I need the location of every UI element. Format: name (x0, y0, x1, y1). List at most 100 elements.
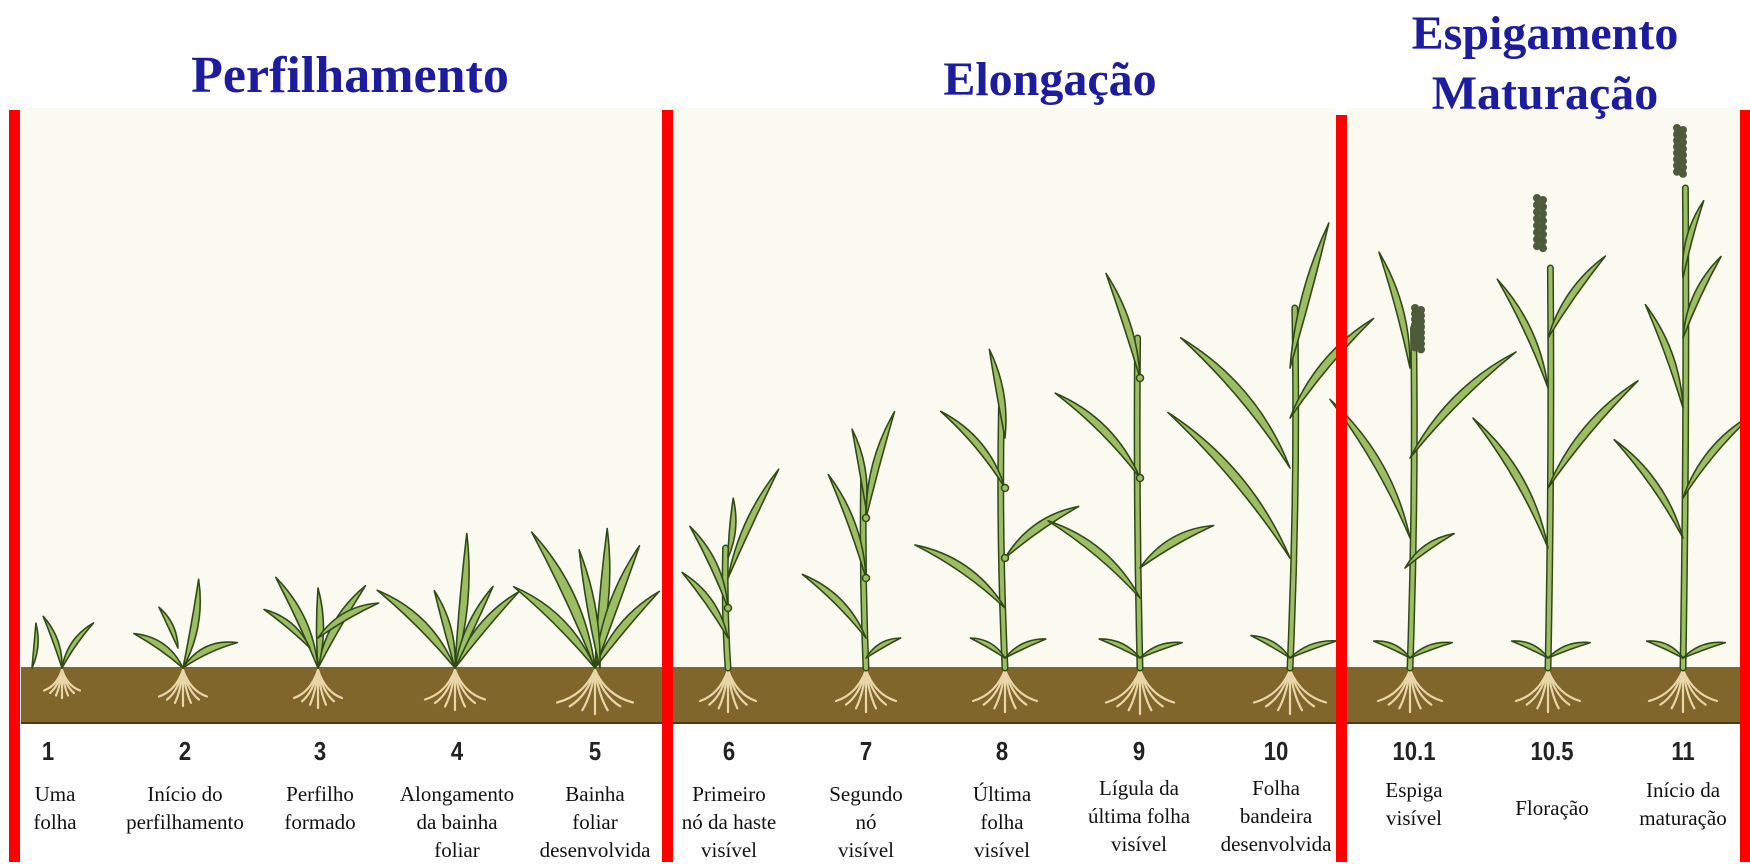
stage-label-line: visível (1064, 830, 1214, 858)
stage-number: 9 (1088, 736, 1190, 767)
leaf (318, 586, 366, 668)
stem-node (1137, 475, 1144, 482)
stage-number: 10 (1225, 736, 1327, 767)
leaf (1645, 305, 1683, 408)
divider-tillering-elongation (662, 110, 673, 862)
leaf (1140, 526, 1214, 569)
stage-label-line: visível (791, 836, 941, 864)
stage-number: 5 (544, 736, 646, 767)
stage-label-line: Início do (110, 780, 260, 808)
stage-number: 1 (0, 736, 99, 767)
stage-label: Folhabandeiradesenvolvida (1201, 774, 1351, 858)
stage-label: Umafolha (20, 780, 90, 836)
leaf (1473, 418, 1548, 548)
divider-elongation-heading (1336, 115, 1347, 862)
stage-label: Espigavisível (1339, 776, 1489, 832)
divider-right (1740, 110, 1750, 862)
stage-label-line: Floração (1477, 794, 1627, 822)
leaf (1005, 639, 1046, 658)
leaf (1512, 641, 1548, 658)
leaf (802, 574, 866, 638)
stage-label-line: Última (927, 780, 1077, 808)
stage-label-line: Folha (1201, 774, 1351, 802)
leaf (1647, 641, 1683, 658)
leaf (1683, 642, 1725, 658)
stem-node (863, 515, 870, 522)
stage-label: Segundonóvisível (791, 780, 941, 864)
leaf (915, 545, 1005, 608)
stage-label-line: foliar (520, 808, 670, 836)
stage-label-line: nó da haste (654, 808, 804, 836)
stage-label-line: folha (927, 808, 1077, 836)
leaf (1055, 393, 1140, 478)
stage-label-line: visível (1339, 804, 1489, 832)
stage-label-line: Uma (20, 780, 90, 808)
stage-label-line: perfilhamento (110, 808, 260, 836)
leaf (43, 616, 62, 668)
stage-label-line: Primeiro (654, 780, 804, 808)
stage-label: Perfilhoformado (245, 780, 395, 836)
stage-label-line: maturação (1628, 804, 1738, 832)
stage-label-line: Bainha (520, 780, 670, 808)
stage-number: 10.5 (1501, 736, 1603, 767)
leaf (1548, 256, 1605, 338)
stage-number: 7 (815, 736, 917, 767)
stage-label-line: última folha (1064, 802, 1214, 830)
leaf (1410, 352, 1516, 458)
root (1537, 670, 1548, 708)
leaf (1548, 381, 1638, 488)
stem-node (863, 575, 870, 582)
stage-label-line: desenvolvida (1201, 830, 1351, 858)
stage-number: 6 (678, 736, 780, 767)
leaf (1140, 642, 1182, 658)
stage-label-line: Segundo (791, 780, 941, 808)
leaf (1251, 636, 1290, 659)
leaf (1290, 641, 1337, 658)
root (1129, 670, 1140, 710)
stem-node (725, 605, 732, 612)
stem-node (1002, 485, 1009, 492)
stage-label-line: bandeira (1201, 802, 1351, 830)
stage-label-line: formado (245, 808, 395, 836)
leaf (866, 638, 901, 658)
leaf (1099, 639, 1140, 658)
root (719, 670, 728, 708)
leaf (62, 623, 94, 668)
stage-label: Início damaturação (1628, 776, 1738, 832)
stage-number: 4 (406, 736, 508, 767)
stage-label-line: da bainha (382, 808, 532, 836)
stage-label-line: Espiga (1339, 776, 1489, 804)
root (582, 670, 595, 710)
stage-label-line: desenvolvida (520, 836, 670, 864)
leaf (1290, 223, 1329, 368)
stage-number: 3 (269, 736, 371, 767)
stage-label-line: Início da (1628, 776, 1738, 804)
leaf (1410, 642, 1452, 658)
leaf (1379, 252, 1410, 368)
root (994, 670, 1005, 708)
stage-label-line: foliar (382, 836, 532, 864)
leaf (852, 429, 867, 508)
stage-label: Floração (1477, 794, 1627, 822)
stem-node (1002, 555, 1009, 562)
ear (1417, 345, 1425, 353)
stage-label-line: Lígula da (1064, 774, 1214, 802)
leaf (1497, 279, 1548, 388)
leaf (941, 411, 1005, 488)
root (1278, 670, 1290, 710)
ear (1679, 170, 1687, 178)
leaf (1614, 440, 1683, 538)
stem-node (1137, 375, 1144, 382)
stage-number: 10.1 (1363, 736, 1465, 767)
root (856, 670, 866, 708)
stage-label-line: Perfilho (245, 780, 395, 808)
stage-label-line: folha (20, 808, 90, 836)
leaf (970, 638, 1005, 658)
leaf (1181, 338, 1290, 468)
root (1672, 670, 1683, 708)
